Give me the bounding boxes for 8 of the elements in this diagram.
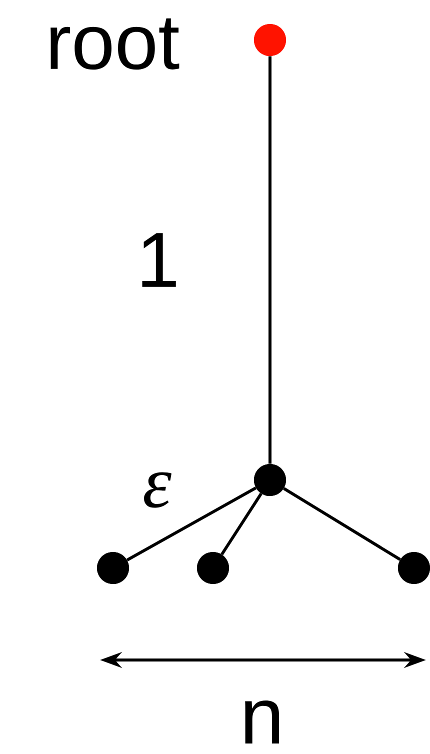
label: ε <box>144 472 172 508</box>
line <box>126 486 257 562</box>
edge-label: 1 <box>135 232 181 288</box>
node-label: root <box>50 18 180 70</box>
line <box>268 56 272 464</box>
label: n <box>245 700 280 744</box>
line <box>283 487 401 561</box>
line <box>220 492 262 556</box>
